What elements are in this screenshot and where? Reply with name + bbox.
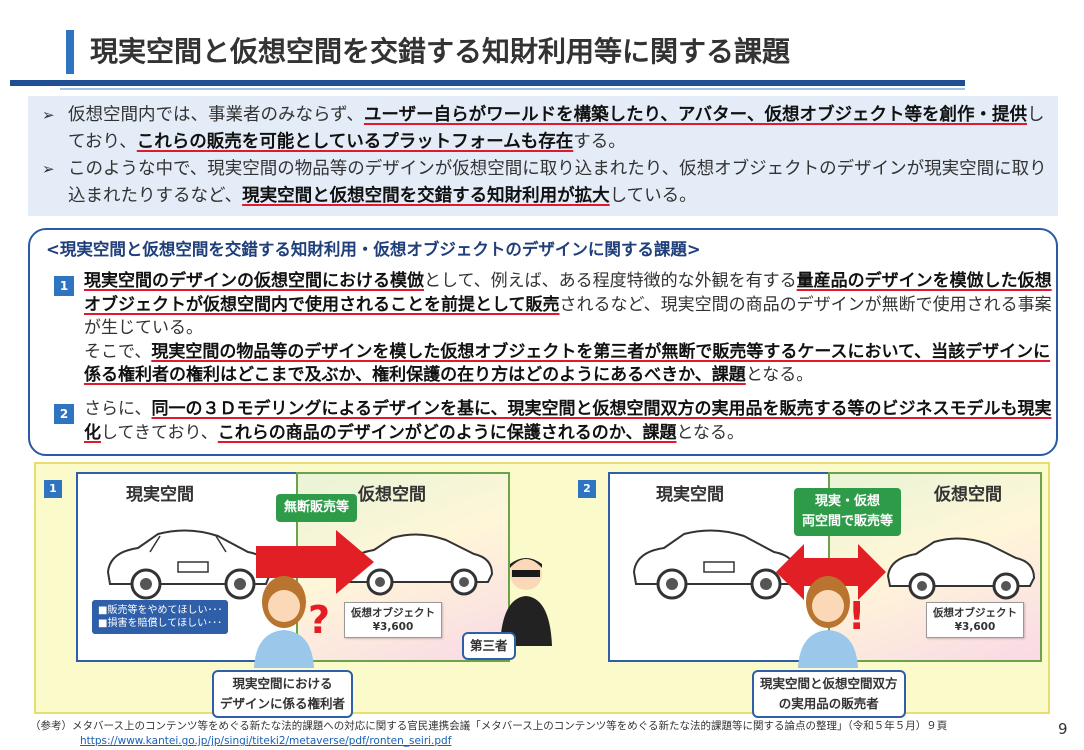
virtual-object-price-tag: 仮想オブジェクト ¥3,600 xyxy=(926,602,1024,638)
illustration-panel: 1 現実空間 ■販売等をやめてほしい･･･ ■損害を賠償してほしい･･･ 仮想空… xyxy=(34,462,1050,718)
intro-bullet-2: ➢ このような中で、現実空間の物品等のデザインが仮想空間に取り込まれたり、仮想オ… xyxy=(42,156,1052,210)
real-space-panel: 現実空間 xyxy=(608,472,830,662)
question-mark-icon: ? xyxy=(308,598,331,642)
intro-box: ➢ 仮想空間内では、事業者のみならず、ユーザー自らがワールドを構築したり、アバタ… xyxy=(28,96,1058,216)
car-icon xyxy=(632,529,798,600)
issue-number-1: 1 xyxy=(54,276,74,296)
virtual-space-label: 仮想空間 xyxy=(934,485,1002,505)
seller-person-icon xyxy=(798,576,858,668)
third-party-label: 第三者 xyxy=(462,632,516,660)
issue-paragraph-2: さらに、同一の３Ｄモデリングによるデザインを基に、現実空間と仮想空間双方の実用品… xyxy=(84,399,1052,443)
issue-paragraph-1: 現実空間のデザインの仮想空間における模倣として、例えば、ある程度特徴的な外観を有… xyxy=(84,271,1052,385)
car-icon xyxy=(106,529,272,600)
rights-holder-label: 現実空間における デザインに係る権利者 xyxy=(212,670,354,718)
page-number: 9 xyxy=(1058,720,1068,738)
virtual-object-price-tag: 仮想オブジェクト ¥3,600 xyxy=(344,602,442,638)
scene-number-1: 1 xyxy=(44,480,62,498)
scene-number-2: 2 xyxy=(578,480,596,498)
unauthorized-sale-bubble: 無断販売等 xyxy=(276,494,358,522)
issues-box: <現実空間と仮想空間を交錯する知財利用・仮想オブジェクトのデザインに関する課題>… xyxy=(28,228,1058,456)
scene-2: 現実空間 仮想空間 仮想オブジェクト ¥3,600 xyxy=(608,472,1046,668)
holder-wish-bubble: ■販売等をやめてほしい･･･ ■損害を賠償してほしい･･･ xyxy=(92,600,229,634)
reference-link[interactable]: https://www.kantei.go.jp/jp/singi/titeki… xyxy=(80,735,452,747)
exclamation-mark-icon: ! xyxy=(848,594,866,638)
arrow-bullet-icon: ➢ xyxy=(42,106,55,124)
issue-number-2: 2 xyxy=(54,404,74,424)
reference-note: （参考）メタバース上のコンテンツ等をめぐる新たな法的課題への対応に関する官民連携… xyxy=(30,720,948,732)
title-rule-thin xyxy=(60,88,965,90)
title-rule xyxy=(10,80,965,86)
issues-heading: <現実空間と仮想空間を交錯する知財利用・仮想オブジェクトのデザインに関する課題> xyxy=(46,240,701,259)
double-arrow-icon xyxy=(776,544,886,600)
real-space-label: 現実空間 xyxy=(656,485,724,505)
scene-1: 現実空間 ■販売等をやめてほしい･･･ ■損害を賠償してほしい･･･ 仮想空間 xyxy=(76,472,552,668)
virtual-space-label: 仮想空間 xyxy=(358,485,426,505)
intro-bullet-1: ➢ 仮想空間内では、事業者のみならず、ユーザー自らがワールドを構築したり、アバタ… xyxy=(42,102,1052,156)
seller-label: 現実空間と仮想空間双方 の実用品の販売者 xyxy=(752,670,906,718)
real-space-label: 現実空間 xyxy=(126,485,194,505)
arrow-bullet-icon: ➢ xyxy=(42,160,55,178)
page-title: 現実空間と仮想空間を交錯する知財利用等に関する課題 xyxy=(90,35,791,68)
rights-holder-person-icon xyxy=(254,576,314,668)
dual-sale-bubble: 現実・仮想 両空間で販売等 xyxy=(794,488,902,536)
title-accent-bar xyxy=(66,30,74,74)
virtual-car-icon xyxy=(344,533,494,596)
virtual-car-icon xyxy=(886,537,1036,600)
